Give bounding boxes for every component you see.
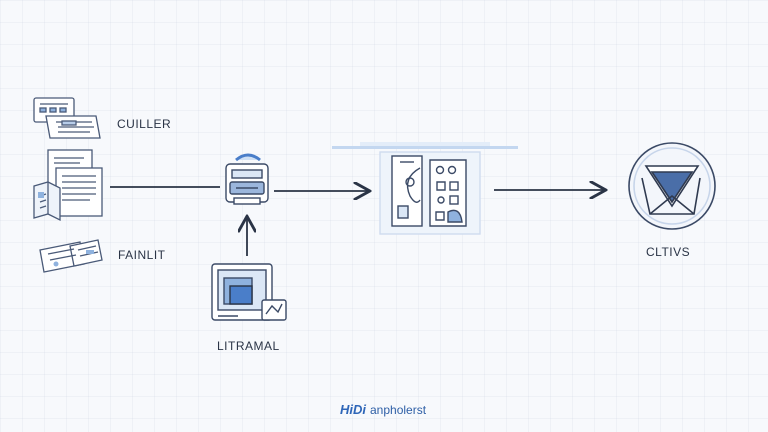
circuit-board-icon <box>379 151 481 235</box>
node-label-mid-left: FAINLIT <box>118 248 166 262</box>
footer-logo: HiDi anpholerst <box>340 402 426 417</box>
processor-highlight-bar <box>332 142 518 149</box>
ticket-paper-icon <box>39 239 103 273</box>
node-label-bottom: LITRAMAL <box>217 339 280 353</box>
form-document-icon <box>33 97 101 139</box>
tablet-computer-icon <box>211 263 287 321</box>
node-label-top-left: CUILLER <box>117 117 172 131</box>
documents-stack-icon <box>33 149 103 222</box>
envelope-badge-icon <box>628 142 716 230</box>
node-label-right: CLTIVS <box>646 245 691 259</box>
device-hub-icon <box>225 153 269 205</box>
brand-name-text: anpholerst <box>370 402 427 417</box>
brand-logo-text: HiDi <box>340 402 366 417</box>
